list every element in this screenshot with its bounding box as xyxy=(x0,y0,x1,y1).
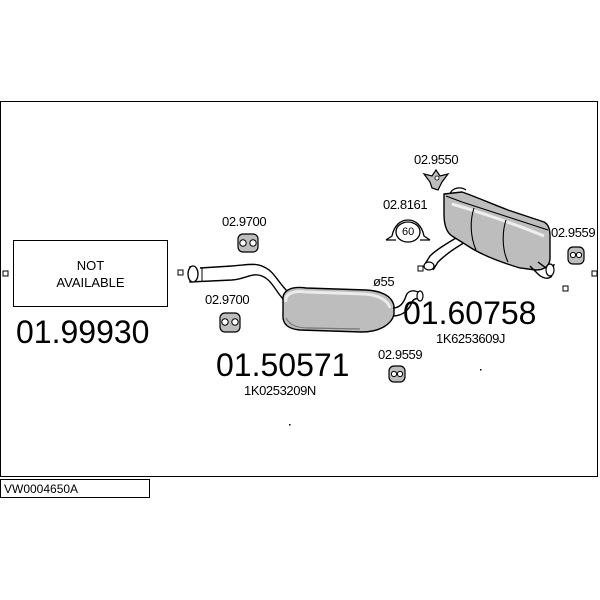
rubber-hanger-icon xyxy=(219,312,241,333)
connection-mark-left xyxy=(2,270,9,277)
rubber-ring-icon xyxy=(567,246,585,265)
dot-mark-2 xyxy=(480,369,482,371)
connection-mark-tail xyxy=(562,285,569,292)
not-available-line1: NOT xyxy=(76,257,105,273)
diameter-label: ø55 xyxy=(373,274,395,289)
connection-mark-front xyxy=(177,269,184,276)
clamp-right-part-number[interactable]: 02.9559 xyxy=(551,225,596,240)
rubber-hanger-icon xyxy=(237,233,259,253)
front-pipe-part-number[interactable]: 01.99930 xyxy=(16,314,150,350)
middle-silencer-drawing xyxy=(187,263,424,333)
clamp-60-part-number[interactable]: 02.8161 xyxy=(383,197,428,212)
hanger-upper-part-number[interactable]: 02.9700 xyxy=(222,214,267,229)
not-available-line2: AVAILABLE xyxy=(56,274,125,290)
connection-mark-right xyxy=(591,270,598,277)
rear-silencer-part-number[interactable]: 01.60758 xyxy=(403,295,537,331)
connection-mark-rear xyxy=(417,265,424,272)
dot-mark-1 xyxy=(289,424,291,426)
reference-code-box: VW0004650A xyxy=(0,479,150,498)
clamp-60-size-label: 60 xyxy=(402,226,415,238)
rubber-mount-icon xyxy=(422,168,450,191)
rear-silencer-drawing xyxy=(423,187,555,279)
rubber-ring-icon xyxy=(388,365,406,383)
rear-silencer-oem-number: 1K6253609J xyxy=(436,331,506,346)
reference-code: VW0004650A xyxy=(4,482,79,496)
clamp-mid-part-number[interactable]: 02.9559 xyxy=(378,347,423,362)
exhaust-clamp-icon xyxy=(385,219,431,243)
diagram-frame xyxy=(0,101,598,477)
not-available-box: NOT AVAILABLE xyxy=(13,240,168,307)
middle-silencer-part-number[interactable]: 01.50571 xyxy=(216,347,350,383)
rubber-mount-part-number[interactable]: 02.9550 xyxy=(414,152,459,167)
middle-silencer-oem-number: 1K0253209N xyxy=(244,383,316,398)
hanger-lower-part-number[interactable]: 02.9700 xyxy=(205,292,250,307)
